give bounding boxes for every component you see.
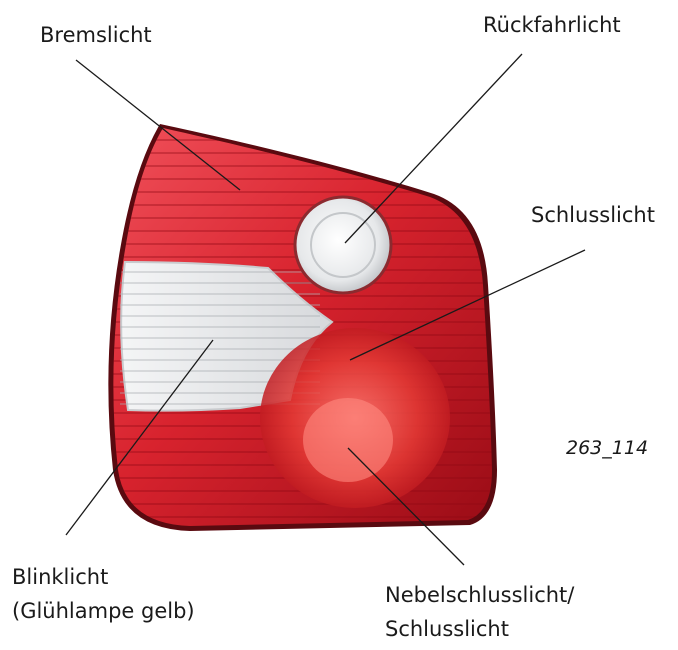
reverse-light-lens — [295, 197, 391, 293]
label-turn-signal: Blinklicht (Glühlampe gelb) — [12, 560, 195, 628]
label-brake-light: Bremslicht — [40, 18, 152, 52]
label-turn-signal-line1: Blinklicht — [12, 560, 195, 594]
figure-id: 263_114 — [566, 437, 648, 459]
label-rear-fog-line1: Nebelschlusslicht/ — [385, 578, 574, 612]
label-rear-fog-line2: Schlusslicht — [385, 612, 574, 646]
label-turn-signal-line2: (Glühlampe gelb) — [12, 594, 195, 628]
label-tail-light: Schlusslicht — [531, 198, 655, 232]
label-rear-fog: Nebelschlusslicht/ Schlusslicht — [385, 578, 574, 646]
label-reverse-light: Rückfahrlicht — [483, 8, 621, 42]
rear-fog-inner — [303, 398, 393, 482]
